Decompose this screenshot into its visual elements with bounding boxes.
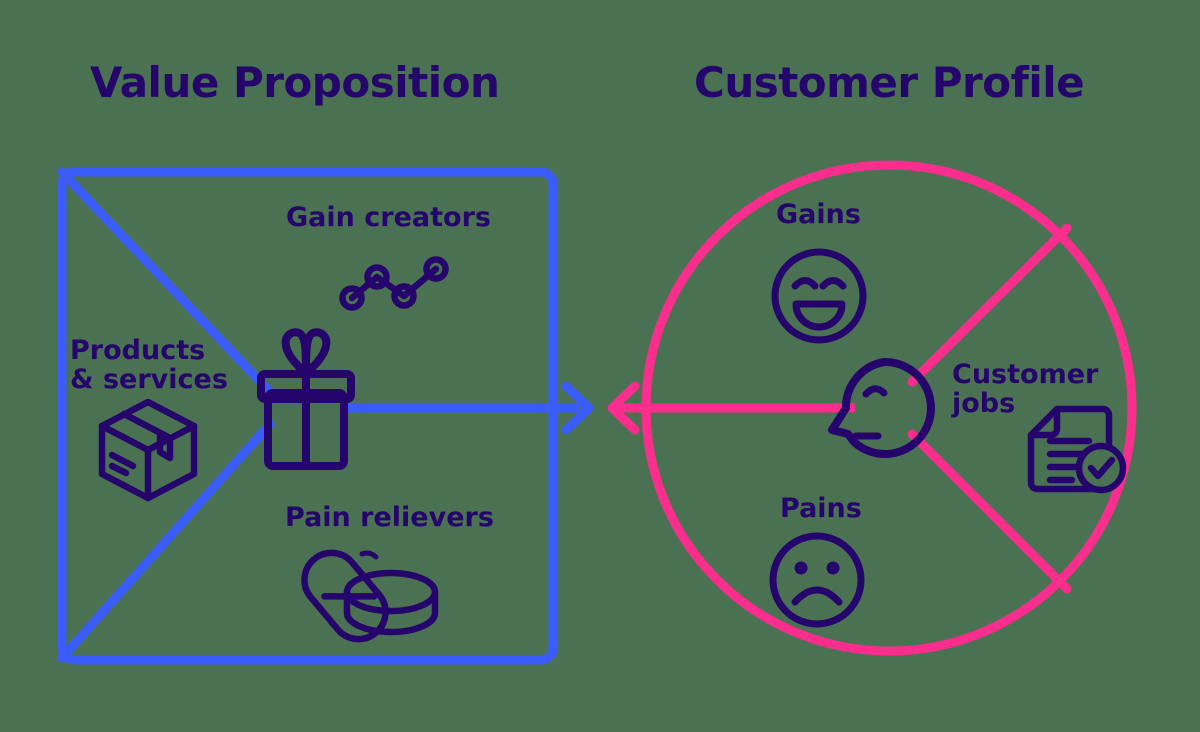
pills-icon (301, 549, 439, 643)
fit-arrow-left-icon (607, 381, 640, 435)
cp-divider-lower-right (907, 429, 1072, 594)
label-products-line1: Products (70, 335, 206, 366)
label-products-line2: & services (70, 364, 228, 396)
sad-face-icon (769, 532, 865, 628)
line-chart-icon (339, 256, 449, 311)
cp-divider-lines (907, 223, 1072, 594)
value-proposition-square (57, 167, 558, 665)
value-proposition-group (57, 167, 594, 665)
fit-arrow-right-icon (561, 381, 594, 435)
vp-divider-bottom-left (57, 419, 275, 663)
cp-divider-upper-right (907, 223, 1072, 387)
label-gains: Gains (776, 199, 861, 230)
vp-divider-lines (57, 167, 275, 663)
label-pains: Pains (780, 493, 862, 524)
label-products-and-services: Products & services (70, 336, 228, 394)
customer-profile-group (607, 160, 1137, 656)
checklist-doc-icon (1027, 405, 1127, 494)
label-gain-creators: Gain creators (286, 202, 491, 233)
page-title-value-proposition: Value Proposition (90, 58, 500, 107)
gift-icon (257, 328, 355, 470)
label-customer-jobs: Customer jobs (952, 360, 1098, 418)
package-box-icon (98, 398, 198, 502)
happy-face-icon (771, 248, 867, 344)
label-pain-relievers: Pain relievers (285, 502, 494, 533)
page-title-customer-profile: Customer Profile (694, 58, 1085, 107)
vp-divider-top-left (57, 167, 275, 397)
customer-head-icon (828, 357, 935, 458)
label-customer-jobs-line1: Customer (952, 359, 1099, 390)
label-customer-jobs-line2: jobs (952, 388, 1016, 420)
